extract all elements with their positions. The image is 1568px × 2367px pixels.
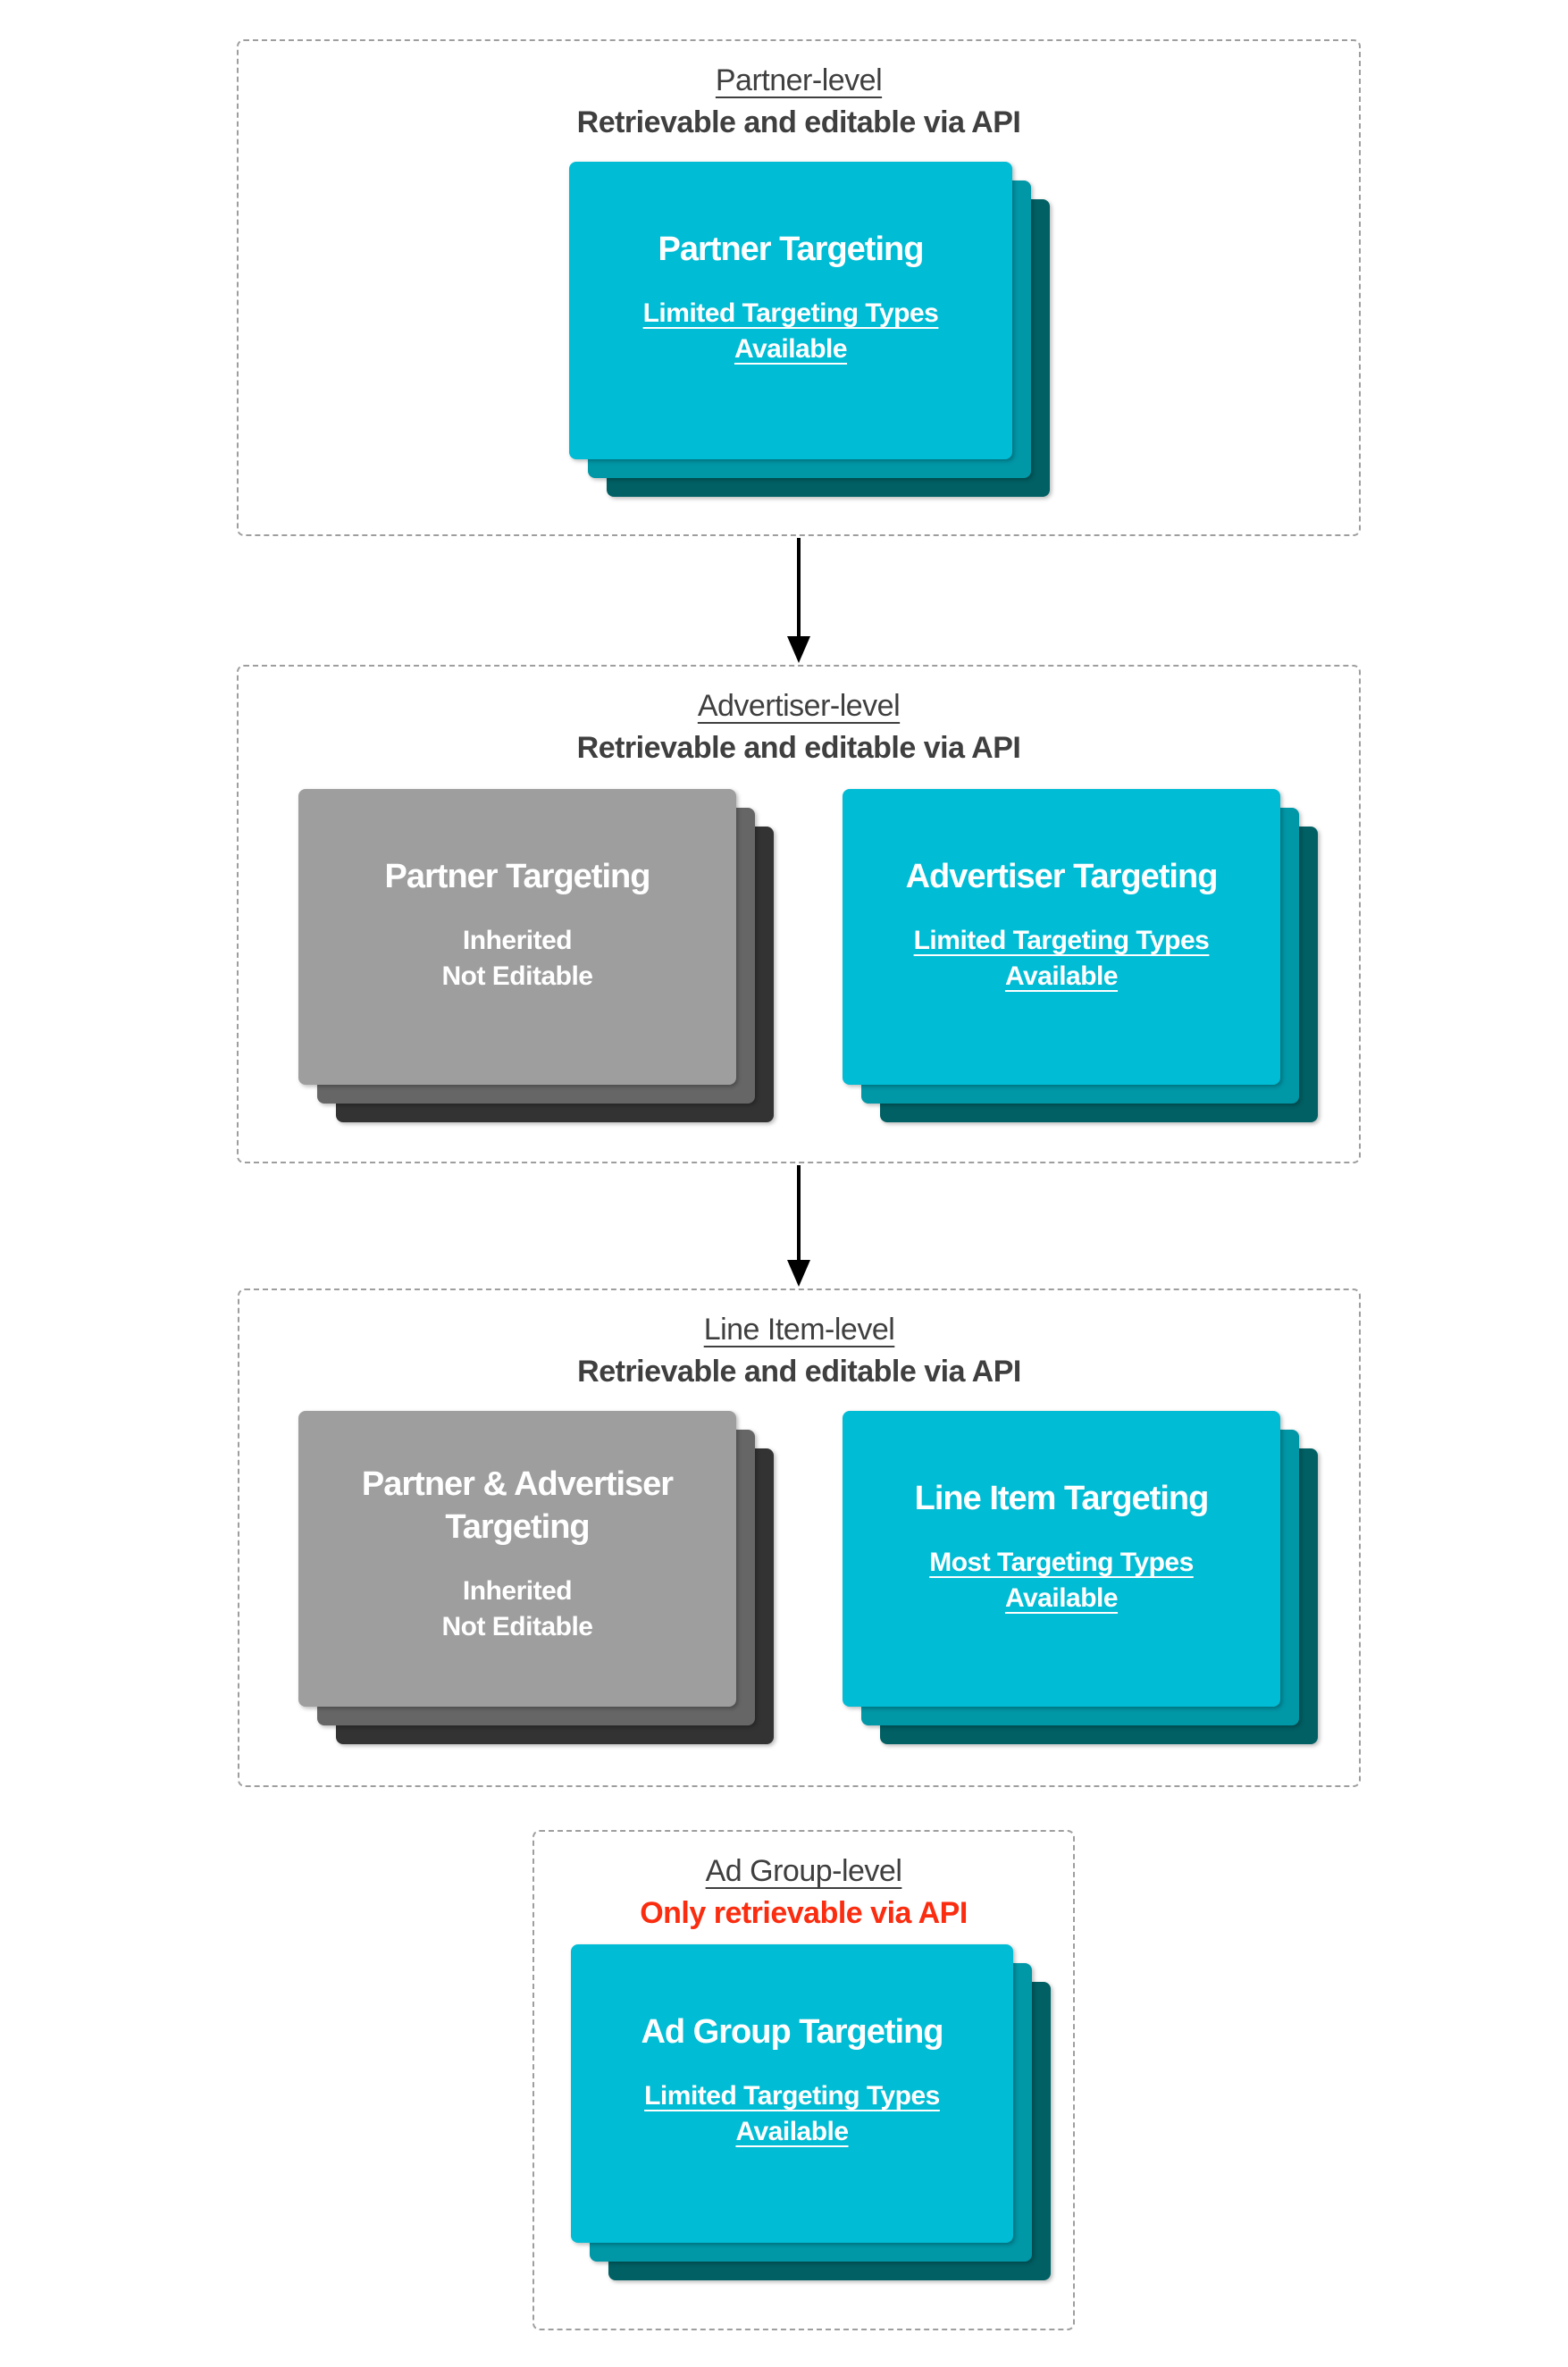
- card-body-line: Available: [1004, 1583, 1119, 1613]
- section-subtitle: Retrievable and editable via API: [576, 731, 1021, 765]
- card-body-line: Limited Targeting Types: [913, 926, 1210, 955]
- ad-group-targeting-card: Ad Group Targeting Limited Targeting Typ…: [571, 1944, 1013, 2243]
- card-body-line: Limited Targeting Types: [642, 298, 939, 328]
- line-item-targeting-card: Line Item Targeting Most Targeting Types…: [843, 1411, 1280, 1707]
- advertiser-level-heading: Advertiser-level Retrievable and editabl…: [239, 686, 1359, 768]
- card-body-line: Available: [734, 334, 848, 364]
- card-title-line: Partner & Advertiser: [361, 1465, 674, 1503]
- ad-group-level-heading: Ad Group-level Only retrievable via API: [534, 1851, 1073, 1933]
- card-body-line: Available: [735, 2117, 849, 2146]
- partner-level-section: Partner-level Retrievable and editable v…: [237, 39, 1361, 536]
- line-item-level-section: Line Item-level Retrievable and editable…: [238, 1288, 1361, 1787]
- ad-group-level-section: Ad Group-level Only retrievable via API …: [532, 1830, 1075, 2330]
- inherited-partner-advertiser-targeting-card: Partner & Advertiser Targeting Inherited…: [298, 1411, 736, 1707]
- section-title: Partner-level: [715, 63, 883, 97]
- advertiser-level-section: Advertiser-level Retrievable and editabl…: [237, 665, 1361, 1163]
- card-title: Ad Group Targeting: [641, 2013, 943, 2051]
- card-title: Advertiser Targeting: [905, 858, 1219, 895]
- arrow-shaft: [797, 1165, 801, 1262]
- card-body-line: Most Targeting Types: [929, 1548, 1194, 1577]
- card-body-line: Inherited: [462, 926, 573, 955]
- flow-arrow-partner-to-advertiser: [787, 538, 810, 663]
- card-body: Limited Targeting Types Available: [843, 923, 1280, 995]
- line-item-level-heading: Line Item-level Retrievable and editable…: [239, 1310, 1359, 1391]
- card-title: Partner Targeting: [658, 231, 925, 268]
- card-title: Partner Targeting: [384, 858, 651, 895]
- section-title: Line Item-level: [703, 1313, 895, 1347]
- partner-targeting-card: Partner Targeting Limited Targeting Type…: [569, 162, 1012, 459]
- arrow-head: [787, 636, 810, 663]
- card-title: Line Item Targeting: [914, 1480, 1210, 1517]
- section-subtitle: Retrievable and editable via API: [577, 1355, 1021, 1389]
- section-subtitle: Retrievable and editable via API: [576, 105, 1021, 139]
- inherited-partner-targeting-card: Partner Targeting Inherited Not Editable: [298, 789, 736, 1085]
- card-body-line: Inherited: [462, 1576, 573, 1606]
- section-subtitle: Only retrievable via API: [640, 1896, 968, 1930]
- card-body-line: Not Editable: [441, 961, 593, 991]
- section-title: Ad Group-level: [705, 1854, 902, 1888]
- card-title-line: Targeting: [445, 1508, 590, 1546]
- card-body: Inherited Not Editable: [298, 923, 736, 995]
- card-body: Most Targeting Types Available: [843, 1545, 1280, 1616]
- card-body: Inherited Not Editable: [298, 1574, 736, 1645]
- card-title: Partner & Advertiser Targeting: [298, 1463, 736, 1549]
- flow-arrow-advertiser-to-line-item: [787, 1165, 810, 1287]
- partner-level-heading: Partner-level Retrievable and editable v…: [239, 61, 1359, 142]
- card-body: Limited Targeting Types Available: [571, 2078, 1013, 2150]
- card-body-line: Limited Targeting Types: [644, 2081, 940, 2111]
- advertiser-targeting-card: Advertiser Targeting Limited Targeting T…: [843, 789, 1280, 1085]
- card-body: Limited Targeting Types Available: [569, 296, 1012, 367]
- card-body-line: Not Editable: [441, 1612, 593, 1641]
- section-title: Advertiser-level: [697, 689, 901, 723]
- card-body-line: Available: [1004, 961, 1119, 991]
- arrow-head: [787, 1260, 810, 1287]
- arrow-shaft: [797, 538, 801, 638]
